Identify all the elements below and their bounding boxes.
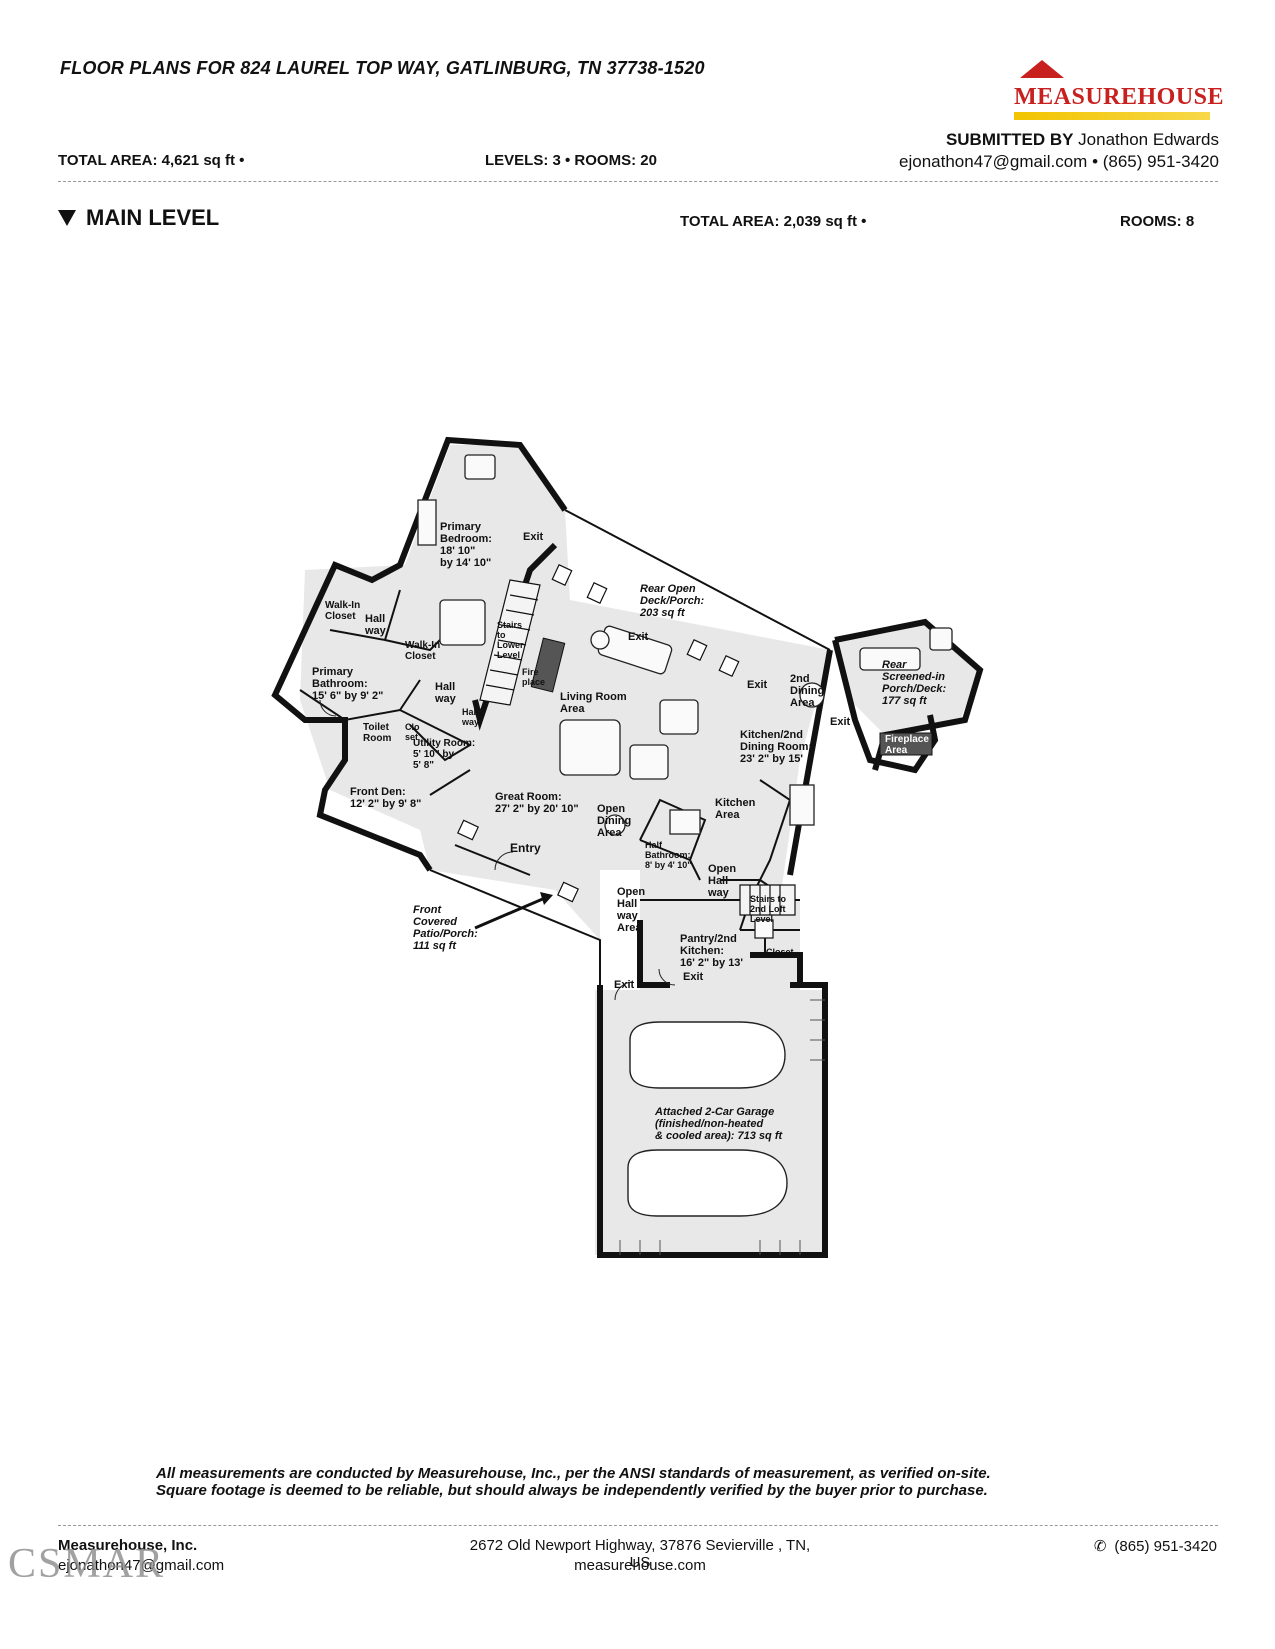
label-exit: Exit (747, 679, 768, 691)
level-name: MAIN LEVEL (86, 205, 220, 230)
label-great-room: Great Room:27' 2" by 20' 10" (495, 791, 579, 815)
armchair-icon (629, 744, 669, 780)
car-icon (627, 1149, 788, 1217)
table-icon (590, 630, 610, 650)
stove-icon (754, 919, 774, 939)
levels-rooms: LEVELS: 3 • ROOMS: 20 (485, 152, 657, 169)
sofa-icon (559, 719, 621, 776)
chair-icon (929, 627, 953, 651)
chair-icon (464, 454, 496, 480)
disclaimer: All measurements are conducted by Measur… (156, 1465, 1116, 1499)
measurehouse-logo: MEASUREHOUSE (1010, 58, 1224, 122)
patio-arrow (474, 892, 553, 930)
submitted-by: SUBMITTED BY Jonathon Edwards (946, 130, 1219, 150)
level-rooms: ROOMS: 8 (1120, 213, 1195, 230)
contact-phone: • (865) 951-3420 (1092, 152, 1219, 171)
sofa-icon (859, 647, 921, 671)
submitted-name: Jonathon Edwards (1078, 130, 1219, 149)
fireplace-icon (530, 637, 566, 693)
label-garage: Attached 2-Car Garage(finished/non-heate… (654, 1106, 783, 1142)
footer-website[interactable]: measurehouse.com (574, 1557, 706, 1574)
dining-table-icon (799, 682, 825, 708)
stairs-lower (479, 579, 541, 706)
fireplace-area-icon (879, 732, 933, 756)
label-exit: Exit (683, 971, 704, 983)
stairs-loft (739, 884, 796, 916)
watermark: CSMAR (8, 1541, 166, 1587)
interior-walls (299, 509, 831, 985)
contact-email[interactable]: ejonathon47@gmail.com (899, 152, 1088, 171)
submitted-label: SUBMITTED BY (945, 130, 1074, 149)
logo-ruler-bar (1014, 112, 1210, 120)
footer-address: 2672 Old Newport Highway, 37876 Seviervi… (469, 1537, 811, 1571)
sink-icon (669, 809, 701, 835)
disclaimer-line-2: Square footage is deemed to be reliable,… (156, 1482, 988, 1499)
car-icon (629, 1021, 786, 1089)
deck-chairs (456, 563, 740, 903)
page-title: FLOOR PLANS FOR 824 LAUREL TOP WAY, GATL… (60, 58, 705, 78)
house-roof-icon (1020, 60, 1064, 78)
divider (58, 181, 1218, 182)
furniture (417, 454, 953, 939)
logo-text: MEASUREHOUSE (1014, 84, 1225, 110)
bathtub-icon (417, 499, 437, 546)
level-heading[interactable]: MAIN LEVEL (58, 205, 219, 231)
label-front-den: Front Den:12' 2" by 9' 8" (350, 786, 421, 810)
contact-line: ejonathon47@gmail.com • (865) 951-3420 (899, 152, 1219, 172)
level-total-area: TOTAL AREA: 2,039 sq ft • (680, 213, 867, 230)
armchair-icon (659, 699, 699, 735)
bed-icon (439, 599, 486, 646)
collapse-triangle-icon[interactable] (58, 210, 76, 226)
footer-company: Measurehouse, Inc. (58, 1537, 198, 1554)
footer-phone[interactable]: ✆ (865) 951-3420 (1093, 1537, 1217, 1556)
kitchen-counter-icon (789, 784, 815, 826)
total-area: TOTAL AREA: 4,621 sq ft • (58, 152, 245, 169)
dining-table-icon (604, 814, 626, 836)
label-entry: Entry (510, 841, 541, 855)
footer-company-email[interactable]: ejonathon47@gmail.com (58, 1557, 225, 1574)
footer-divider (58, 1525, 1218, 1526)
footer-phone-number: (865) 951-3420 (1114, 1537, 1217, 1555)
phone-icon: ✆ (1093, 1538, 1107, 1555)
cars (627, 1021, 788, 1217)
label-exit: Exit (614, 979, 635, 991)
garage-outlets (619, 999, 825, 1255)
label-closet: Closet (766, 947, 794, 957)
door-swings (319, 699, 676, 1001)
disclaimer-line-1: All measurements are conducted by Measur… (156, 1465, 991, 1482)
label-exit: Exit (830, 716, 851, 728)
exterior-walls (271, 436, 984, 1258)
label-exit: Exit (628, 631, 649, 643)
label-exit: Exit (523, 531, 544, 543)
